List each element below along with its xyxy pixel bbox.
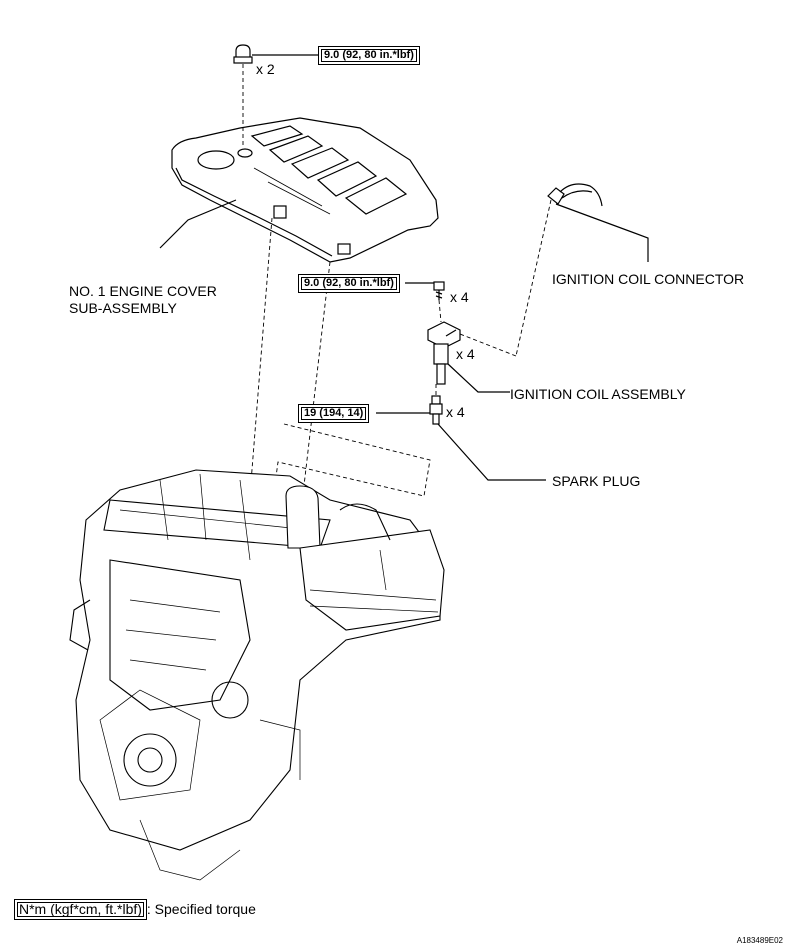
spark-plug-quantity: x 4 <box>446 404 465 420</box>
torque-legend: N*m (kgf*cm, ft.*lbf): Specified torque <box>14 899 256 920</box>
engine-cover-label-line1: NO. 1 ENGINE COVER <box>69 283 217 299</box>
legend-box-text: N*m (kgf*cm, ft.*lbf) <box>19 901 142 917</box>
cover-nut-torque-box: 9.0 (92, 80 in.*lbf) <box>318 46 420 65</box>
ignition-coil-connector-label: IGNITION COIL CONNECTOR <box>552 271 745 287</box>
figure-code: A183489E02 <box>736 936 783 945</box>
engine-cover-icon <box>171 117 439 263</box>
coil-bolt-torque-box: 9.0 (92, 80 in.*lbf) <box>298 274 400 293</box>
coil-bolt-torque-value: 9.0 (92, 80 in.*lbf) <box>304 277 394 289</box>
engine-cover-label-line2: SUB-ASSEMBLY <box>69 300 177 316</box>
cover-nut-torque-value: 9.0 (92, 80 in.*lbf) <box>324 49 414 61</box>
coil-bolt-icon <box>433 281 445 300</box>
spark-plug-torque-box: 19 (194, 14) <box>298 404 370 423</box>
engine-cover-label: NO. 1 ENGINE COVER SUB-ASSEMBLY <box>69 283 217 317</box>
cover-nut-icon <box>233 44 253 64</box>
engine-block-icon <box>69 469 445 881</box>
spark-plug-torque-value: 19 (194, 14) <box>304 407 364 419</box>
ignition-coil-connector-icon <box>547 183 603 207</box>
legend-torque-box: N*m (kgf*cm, ft.*lbf) <box>14 899 147 920</box>
spark-plug-label: SPARK PLUG <box>552 473 641 489</box>
assembly-guide-lines <box>242 64 552 537</box>
coil-assembly-quantity: x 4 <box>456 346 475 362</box>
legend-description: : Specified torque <box>146 901 256 917</box>
ignition-coil-icon <box>427 321 461 385</box>
ignition-coil-assembly-label: IGNITION COIL ASSEMBLY <box>510 386 686 402</box>
spark-plug-icon <box>429 395 443 425</box>
cover-nut-quantity: x 2 <box>256 61 275 77</box>
coil-bolt-quantity: x 4 <box>450 289 469 305</box>
